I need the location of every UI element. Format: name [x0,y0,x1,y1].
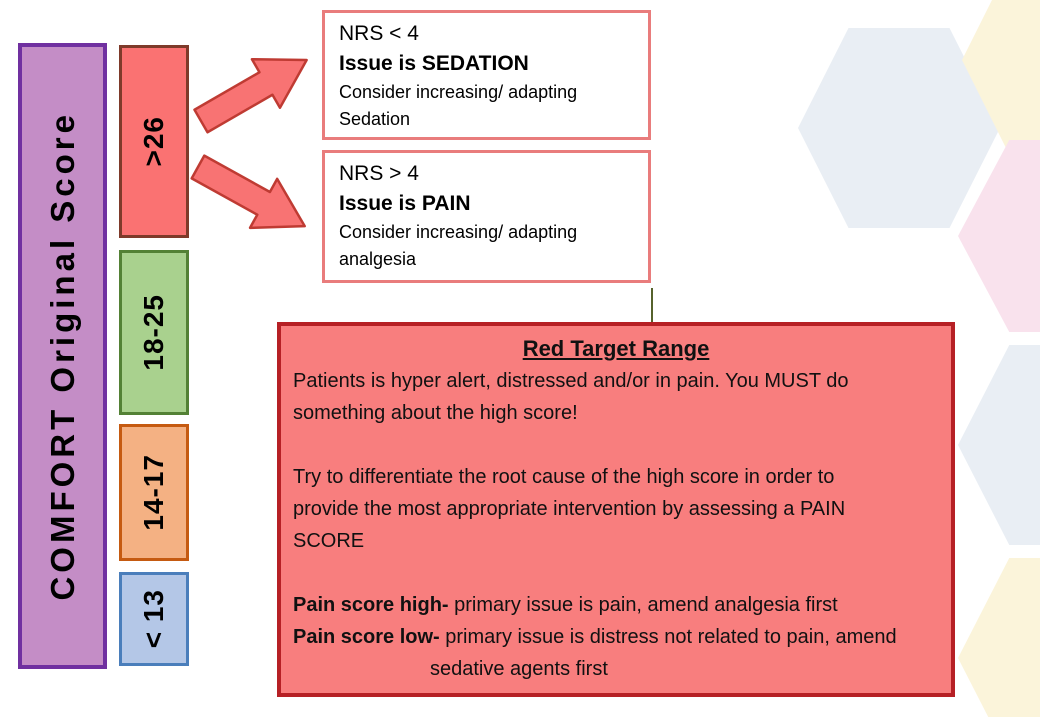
hexagon-decoration [958,558,1040,717]
score-range-red: >26 [119,45,189,238]
score-range-blue-label: < 13 [138,589,169,649]
red-target-range-panel: Red Target Range Patients is hyper alert… [277,322,955,697]
panel-para2-line1: Try to differentiate the root cause of t… [293,466,835,488]
nrs-pain-advice-line2: analgesia [339,249,417,269]
panel-spacer [293,557,939,589]
arrows-group [190,58,308,230]
nrs-pain-box: NRS > 4 Issue is PAIN Consider increasin… [322,150,651,283]
pain-high-text: primary issue is pain, amend analgesia f… [448,594,838,616]
score-range-orange-label: 14-17 [138,454,169,531]
comfort-score-axis-label: COMFORT Original Score [43,111,81,601]
pain-low-text: primary issue is distress not related to… [439,626,897,648]
panel-spacer [293,429,939,461]
pain-high-label: Pain score high- [293,594,449,616]
panel-para1-line1: Patients is hyper alert, distressed and/… [293,370,849,392]
nrs-sedation-condition: NRS < 4 [339,22,419,45]
score-range-green: 18-25 [119,250,189,415]
connector-line [651,288,653,322]
nrs-pain-condition: NRS > 4 [339,162,419,185]
pain-low-label: Pain score low- [293,626,440,648]
panel-pain-low-line: Pain score low- primary issue is distres… [293,621,939,653]
nrs-sedation-advice-line1: Consider increasing/ adapting [339,82,578,102]
score-range-orange: 14-17 [119,424,189,561]
arrow-to-sedation-icon [193,58,308,134]
panel-pain-low-continuation: sedative agents first [430,658,608,680]
nrs-sedation-advice-line2: Sedation [339,109,411,129]
panel-pain-high-line: Pain score high- primary issue is pain, … [293,589,939,621]
score-range-blue: < 13 [119,572,189,666]
score-range-green-label: 18-25 [138,294,169,371]
red-target-range-title: Red Target Range [522,336,710,361]
score-range-red-label: >26 [138,116,169,167]
comfort-score-axis-bar: COMFORT Original Score [18,43,107,669]
panel-para2-line3: SCORE [293,530,365,552]
nrs-pain-advice-line1: Consider increasing/ adapting [339,222,578,242]
nrs-sedation-issue: Issue is SEDATION [339,52,529,75]
arrow-to-pain-icon [190,154,306,230]
panel-para2-line2: provide the most appropriate interventio… [293,498,846,520]
nrs-pain-issue: Issue is PAIN [339,192,471,215]
panel-para1-line2: something about the high score! [293,402,578,424]
hexagon-decoration [958,345,1040,545]
nrs-sedation-box: NRS < 4 Issue is SEDATION Consider incre… [322,10,651,140]
